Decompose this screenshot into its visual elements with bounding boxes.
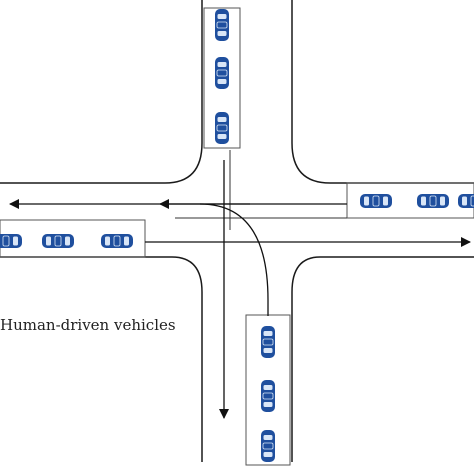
car-window bbox=[217, 14, 227, 19]
car-window bbox=[263, 435, 273, 440]
curb-southeast bbox=[291, 256, 474, 462]
car-window bbox=[216, 69, 228, 77]
car-east-2 bbox=[417, 194, 449, 208]
car-south-2 bbox=[261, 380, 275, 412]
vehicles bbox=[0, 9, 474, 462]
car-window bbox=[440, 196, 445, 206]
car-west-1 bbox=[0, 234, 22, 248]
car-window bbox=[217, 62, 227, 67]
car-south-3 bbox=[261, 430, 275, 462]
car-south-1 bbox=[261, 326, 275, 358]
road-edges bbox=[0, 0, 474, 462]
car-window bbox=[216, 21, 228, 29]
car-window bbox=[263, 385, 273, 390]
car-window bbox=[2, 235, 10, 247]
car-window bbox=[217, 134, 227, 139]
car-window bbox=[217, 79, 227, 84]
car-east-3 bbox=[458, 194, 474, 208]
queue-east bbox=[346, 182, 474, 219]
queue-north bbox=[203, 7, 241, 149]
curb-northwest bbox=[0, 0, 203, 184]
car-window bbox=[105, 236, 110, 246]
car-window bbox=[263, 402, 273, 407]
car-window bbox=[124, 236, 129, 246]
car-window bbox=[13, 236, 18, 246]
car-north-1 bbox=[215, 9, 229, 41]
car-window bbox=[54, 235, 62, 247]
car-window bbox=[470, 195, 474, 207]
car-window bbox=[429, 195, 437, 207]
car-window bbox=[263, 331, 273, 336]
car-window bbox=[462, 196, 467, 206]
car-window bbox=[383, 196, 388, 206]
car-window bbox=[65, 236, 70, 246]
car-west-3 bbox=[101, 234, 133, 248]
car-window bbox=[217, 31, 227, 36]
car-north-2 bbox=[215, 57, 229, 89]
queue-west bbox=[0, 219, 146, 258]
car-west-2 bbox=[42, 234, 74, 248]
car-window bbox=[262, 338, 274, 346]
movement-arrows bbox=[9, 160, 471, 419]
car-window bbox=[421, 196, 426, 206]
car-window bbox=[217, 117, 227, 122]
arrow-left-turn bbox=[199, 203, 269, 316]
car-east-1 bbox=[360, 194, 392, 208]
center-lines bbox=[175, 150, 347, 230]
car-window bbox=[372, 195, 380, 207]
car-window bbox=[46, 236, 51, 246]
car-window bbox=[263, 348, 273, 353]
car-window bbox=[262, 442, 274, 450]
curb-northeast bbox=[291, 0, 474, 184]
car-window bbox=[364, 196, 369, 206]
car-window bbox=[113, 235, 121, 247]
caption-human-driven-vehicles: Human-driven vehicles bbox=[0, 316, 176, 334]
car-window bbox=[216, 124, 228, 132]
curb-southwest bbox=[0, 256, 203, 462]
car-window bbox=[262, 392, 274, 400]
car-north-3 bbox=[215, 112, 229, 144]
car-window bbox=[263, 452, 273, 457]
